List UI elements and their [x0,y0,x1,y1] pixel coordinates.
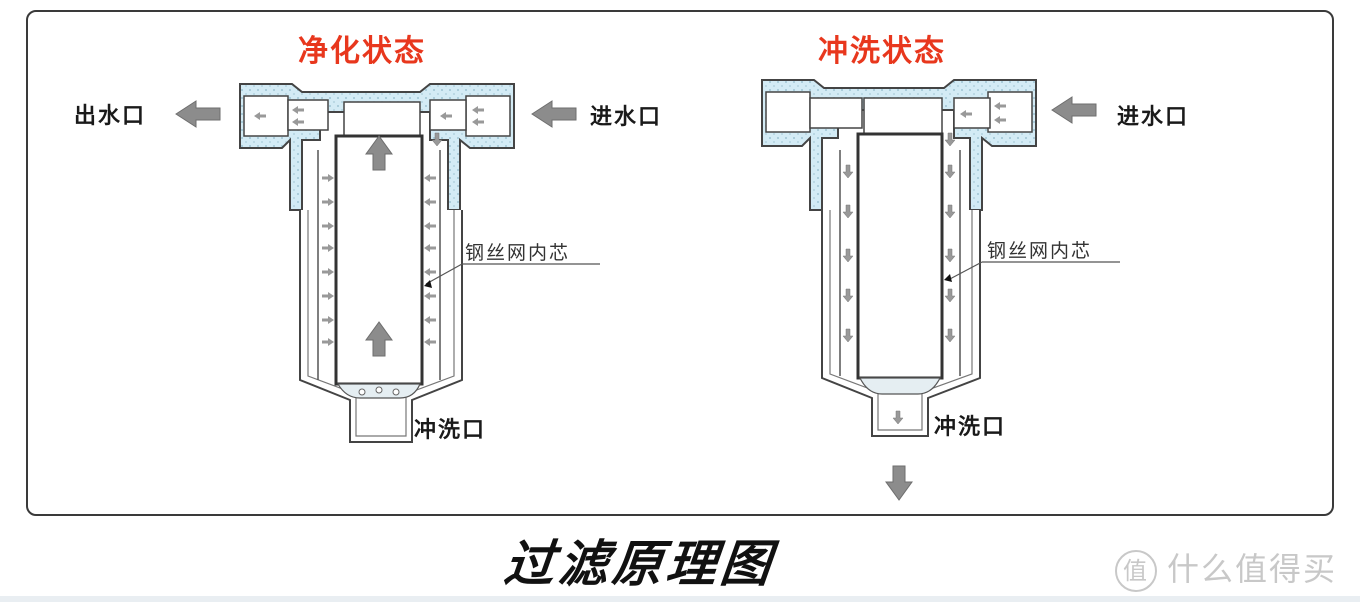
bottom-divider [0,596,1360,602]
watermark-text: 什么值得买 [1167,550,1338,588]
flush-state-title: 冲洗状态 [818,34,946,69]
mesh-core-label-right: 钢丝网内芯 [987,240,1093,262]
outlet-label: 出水口 [74,104,147,129]
flush-port-label-right: 冲洗口 [934,415,1007,440]
inlet-arrow-icon-left [531,100,577,128]
flush-port-label-left: 冲洗口 [414,418,487,443]
watermark-logo-icon: 值 [1115,550,1157,592]
purify-state-title: 净化状态 [298,34,426,69]
inlet-arrow-icon-right [1051,96,1097,124]
watermark: 值什么值得买 [1115,544,1337,592]
mesh-core-label-left: 钢丝网内芯 [465,242,571,264]
inlet-label-right: 进水口 [1117,105,1190,130]
inlet-label-left: 进水口 [590,105,663,130]
flush-state-filter [761,79,1120,501]
outlet-arrow-icon [175,100,221,128]
diagram-main-title: 过滤原理图 [501,535,778,593]
drain-arrow-icon [885,465,913,501]
purify-state-filter [175,83,600,443]
